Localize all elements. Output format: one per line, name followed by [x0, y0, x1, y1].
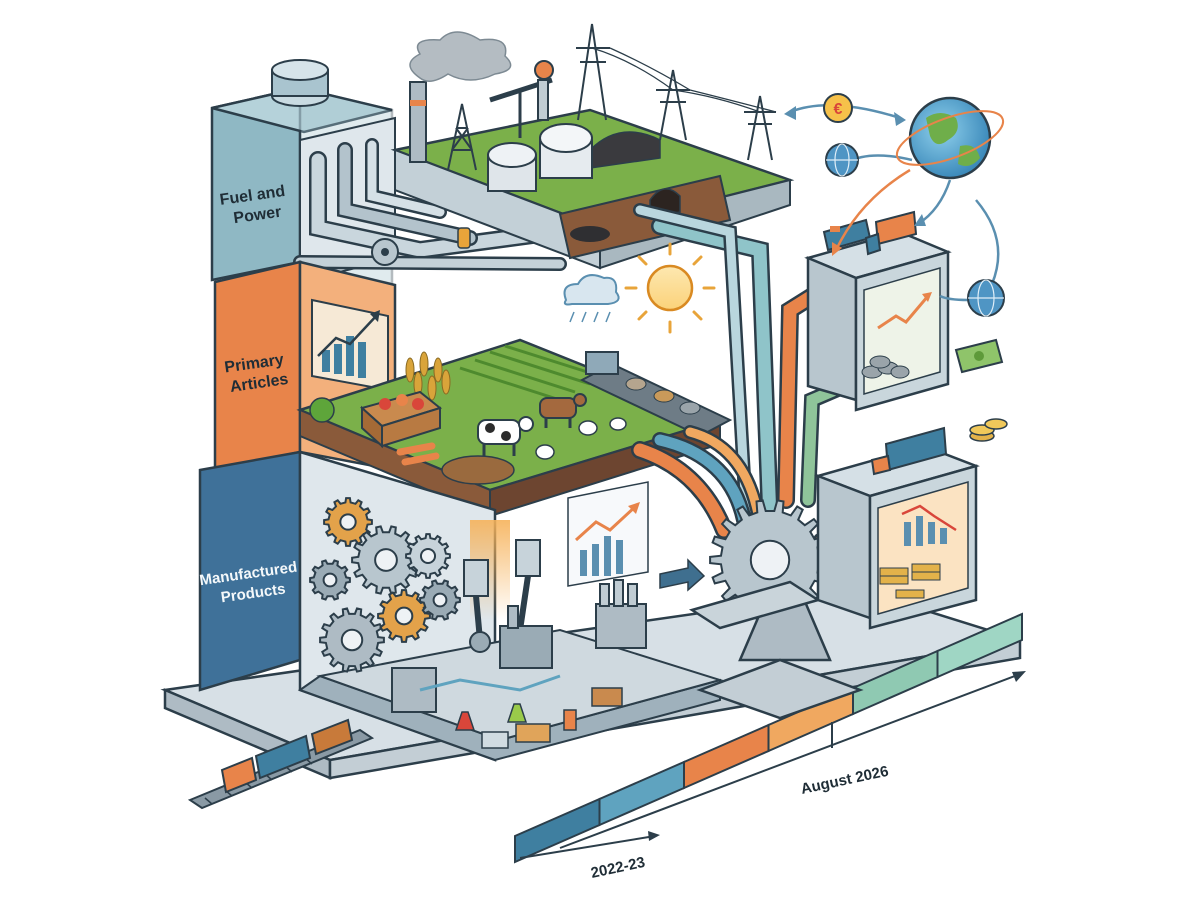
- pumpjack-icon: [489, 60, 554, 138]
- gear-icon: [309, 559, 351, 601]
- flow-arrow-small: [659, 558, 706, 592]
- gear-cluster: [309, 497, 461, 673]
- gear-icon: [419, 579, 461, 621]
- truck-icon: [864, 210, 918, 256]
- oil-derrick-icon: [447, 103, 477, 171]
- euro-coin-icon: €: [823, 93, 853, 123]
- globe-icon: [895, 96, 1005, 180]
- parts-crate-icon: [481, 687, 623, 749]
- timeline-segment: [683, 723, 770, 790]
- cow-icon: [477, 393, 587, 456]
- gear-icon: [405, 533, 451, 579]
- gear-icon: [323, 497, 373, 547]
- factory-building-icon: [391, 579, 647, 713]
- piston-icon: [463, 539, 541, 653]
- trade-loop-arrowheads: [784, 106, 926, 256]
- storage-box-bottom: [814, 444, 980, 630]
- banknote-icon: [954, 338, 1004, 374]
- timeline-end-label: August 2026: [799, 763, 890, 798]
- timeline-band: [514, 612, 1023, 864]
- timeline-segment: [936, 612, 1023, 679]
- currency-symbol: €: [834, 101, 843, 118]
- rising-chart-icon: [317, 310, 380, 378]
- lab-flask-icon: [454, 703, 577, 731]
- gear-icon: [377, 589, 431, 643]
- truck-icon-bottom: [870, 426, 948, 476]
- gear-icon: [351, 525, 421, 595]
- smokestack-icon: [409, 31, 512, 163]
- industrial-pipes-icon: [293, 138, 567, 271]
- power-pylon-icon: [576, 23, 777, 161]
- coin-stack-icon: [969, 418, 1008, 442]
- mid-rising-chart-icon: [567, 481, 649, 587]
- conveyor-belt-icon: [579, 351, 733, 438]
- timeline-segment: [598, 760, 685, 827]
- gear-stand: [688, 580, 864, 720]
- gear-icon: [319, 607, 385, 673]
- oil-can-icon: [457, 227, 471, 249]
- small-globe-icon: [825, 143, 1005, 317]
- sun-icon: [624, 242, 716, 334]
- timeline-arrow: [519, 671, 1026, 859]
- valve-wheel-icon: [371, 238, 399, 266]
- chicken-icon: [535, 417, 627, 460]
- storage-tank-icon: [487, 123, 593, 192]
- rain-cloud-icon: [563, 274, 620, 323]
- logistics-box-top: [804, 230, 952, 412]
- timeline-start-label: 2022-23: [589, 854, 646, 882]
- freight-train-icon: [187, 718, 375, 810]
